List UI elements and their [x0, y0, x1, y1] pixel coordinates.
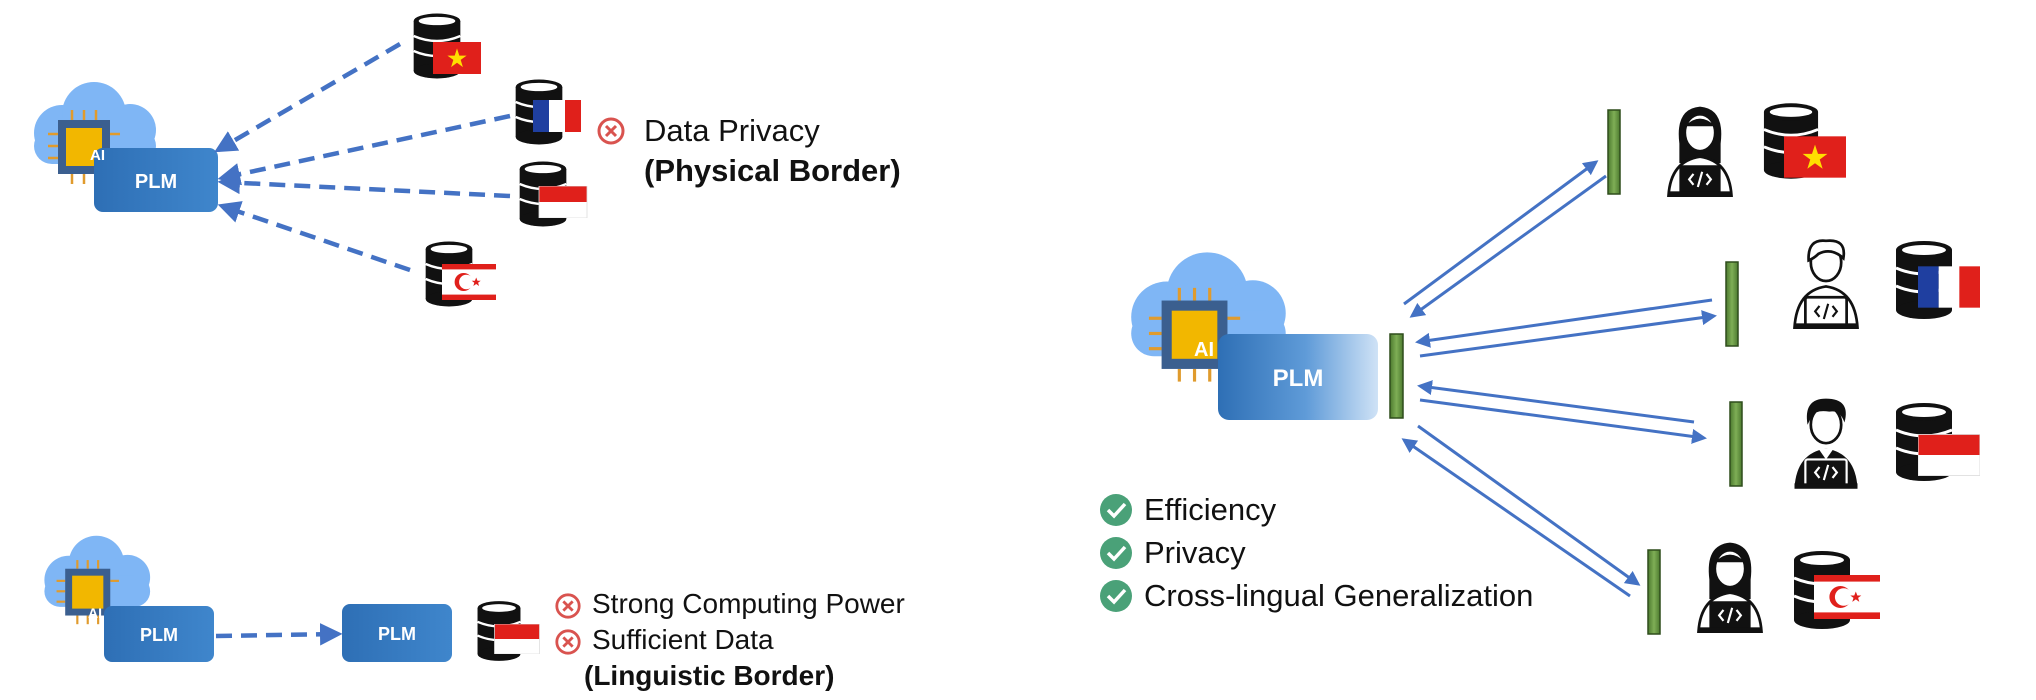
- adapter-bar: [1647, 549, 1661, 635]
- issue-sufficient-data: Sufficient Data: [592, 624, 774, 655]
- adapter-bar: [1725, 261, 1739, 347]
- plm-label: PLM: [1273, 365, 1324, 392]
- issue-linguistic-border: (Linguistic Border): [584, 660, 835, 691]
- dashed-arrow-transfer: [215, 623, 343, 646]
- flag-indonesia-icon: [1918, 434, 1980, 476]
- plm-target-block: [342, 604, 452, 662]
- cross-circle-icon: [597, 117, 625, 145]
- bottom-left-panel: PLM AI PLM: [43, 534, 581, 662]
- check-circle-icon: [1098, 535, 1134, 571]
- plm-source-block: [104, 606, 214, 662]
- dashed-arrow-turkey: [217, 201, 411, 273]
- dashed-arrow-france: [217, 113, 511, 186]
- flag-france-icon: [1918, 266, 1980, 308]
- arrow-out-indonesia: [1419, 398, 1707, 444]
- flag-turkey-icon: [1814, 575, 1880, 619]
- right-panel: PLM AI: [1098, 101, 1980, 635]
- chip-label: AI: [90, 147, 105, 164]
- developer-icon: [1697, 541, 1763, 634]
- plm-block: [1218, 334, 1378, 420]
- arrow-down-vietnam: [1409, 174, 1607, 318]
- developer-icon: [1793, 397, 1859, 490]
- developer-icon: [1667, 105, 1733, 198]
- flag-france-icon: [533, 100, 581, 132]
- adapter-bar: [1607, 109, 1621, 195]
- issue-computing-power: Strong Computing Power: [592, 588, 905, 619]
- dashed-arrow-vietnam: [214, 42, 402, 153]
- benefit-efficiency: Efficiency: [1144, 492, 1277, 527]
- arrow-in-indonesia: [1417, 380, 1695, 424]
- adapter-bar: [1729, 401, 1743, 487]
- arrow-out-turkey: [1417, 424, 1641, 586]
- issue-physical-border: (Physical Border): [644, 153, 901, 188]
- arrow-in-turkey: [1401, 438, 1631, 598]
- top-left-panel: PLM AI: [32, 12, 625, 308]
- benefit-privacy: Privacy: [1144, 535, 1246, 570]
- plm-block: [94, 148, 218, 212]
- adapter-bar: [1389, 333, 1404, 419]
- check-circle-icon: [1098, 578, 1134, 614]
- chip-label: AI: [1194, 339, 1214, 361]
- cross-circle-icon: [555, 629, 581, 655]
- check-circle-icon: [1098, 492, 1134, 528]
- benefit-cross-lingual: Cross-lingual Generalization: [1144, 578, 1534, 613]
- plm-label: PLM: [135, 171, 177, 193]
- cross-circle-icon: [555, 593, 581, 619]
- developer-icon: [1793, 239, 1859, 330]
- dashed-arrow-indonesia: [217, 171, 511, 199]
- flag-turkey-icon: [442, 264, 496, 300]
- chip-label: AI: [88, 605, 102, 621]
- flag-indonesia-icon: [494, 624, 540, 654]
- issue-data-privacy: Data Privacy: [644, 113, 820, 148]
- flag-indonesia-icon: [538, 186, 588, 218]
- flag-vietnam-icon: [1784, 136, 1846, 178]
- plm-source-label: PLM: [140, 625, 178, 645]
- plm-target-label: PLM: [378, 624, 416, 644]
- arrow-out-france: [1419, 310, 1717, 358]
- flag-vietnam-icon: [433, 42, 481, 74]
- arrow-up-vietnam: [1403, 160, 1599, 306]
- arrow-in-france: [1415, 298, 1713, 348]
